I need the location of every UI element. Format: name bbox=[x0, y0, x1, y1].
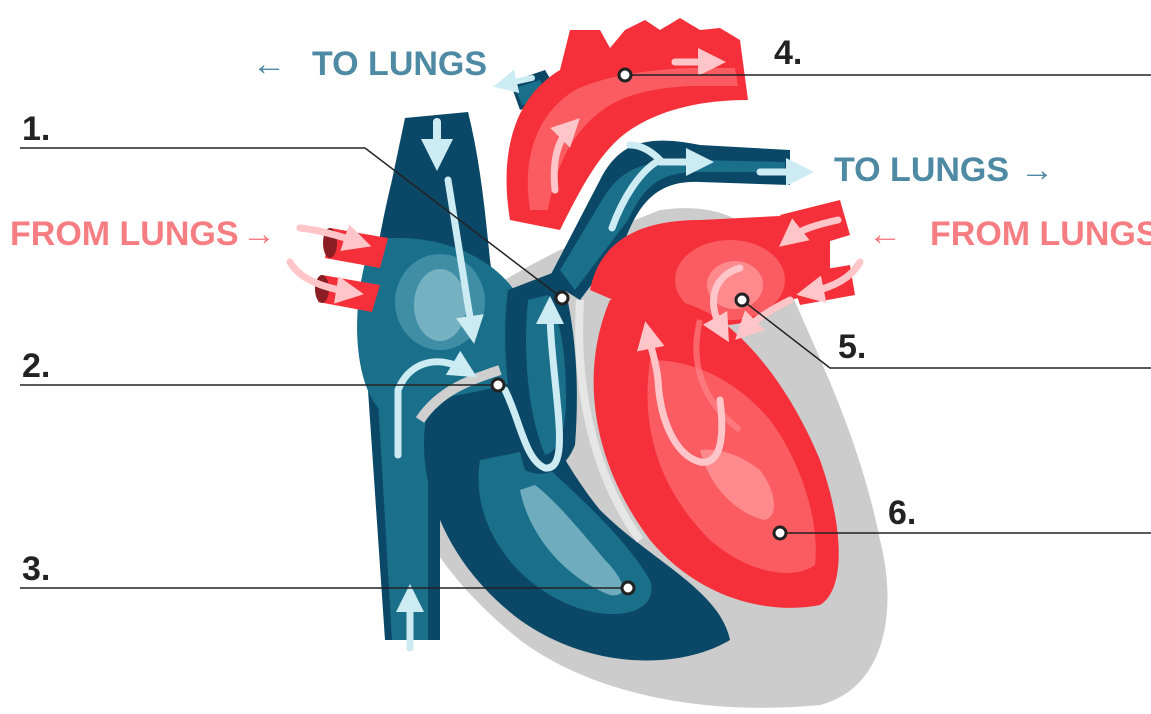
from-lungs-right-label: FROM LUNGS bbox=[930, 215, 1151, 253]
dot-6 bbox=[774, 527, 786, 539]
dot-3 bbox=[622, 582, 634, 594]
from-lungs-left-label: FROM LUNGS bbox=[10, 215, 239, 253]
to-lungs-right-arrow-icon: → bbox=[1020, 151, 1054, 189]
to-lungs-right-label: TO LUNGS bbox=[834, 151, 1009, 189]
callout-2: 2. bbox=[22, 347, 50, 385]
callout-4: 4. bbox=[774, 34, 802, 72]
dot-2 bbox=[492, 379, 504, 391]
to-lungs-left-arrow-icon: ← bbox=[252, 45, 286, 83]
to-lungs-left-label: TO LUNGS bbox=[312, 45, 487, 83]
callout-5: 5. bbox=[838, 328, 866, 366]
from-lungs-right-arrow-icon: ← bbox=[868, 215, 902, 253]
dot-1 bbox=[556, 292, 568, 304]
callout-1: 1. bbox=[22, 110, 50, 148]
callout-3: 3. bbox=[22, 550, 50, 588]
callout-6: 6. bbox=[888, 494, 916, 532]
dot-5 bbox=[736, 294, 748, 306]
from-lungs-left-arrow-icon: → bbox=[242, 215, 276, 253]
dot-4 bbox=[619, 69, 631, 81]
